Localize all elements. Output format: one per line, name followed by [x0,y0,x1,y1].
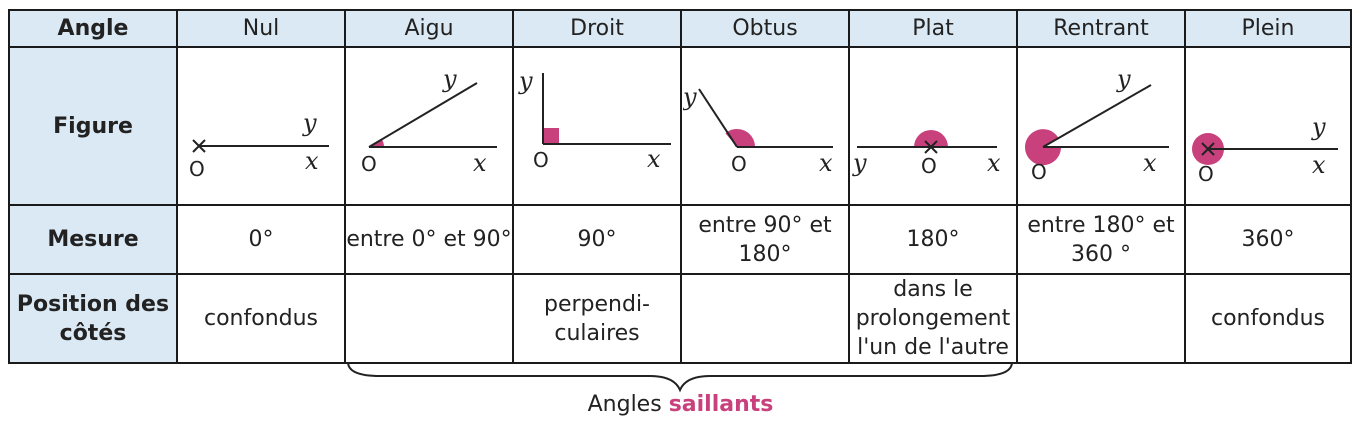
position-rentrant [1016,273,1186,364]
side-label-y: y [1311,113,1326,141]
column-header-rentrant: Rentrant [1016,9,1186,48]
vertex-label: O [921,154,937,178]
mesure-rentrant: entre 180° et 360 ° [1016,204,1186,275]
mesure-nul: 0° [176,204,346,275]
position-obtus [680,273,850,364]
position-aigu [344,273,514,364]
position-row: Position des côtés confondus perpendi-cu… [8,273,1353,364]
row-header-mesure: Mesure [8,204,178,275]
row-header-angle: Angle [8,9,178,48]
figure-plein-diagram: O y x [1192,113,1338,186]
figure-nul-diagram: O y x [189,109,329,181]
vertex-label: O [1031,160,1047,184]
side-label-x: x [819,149,833,177]
column-header-droit: Droit [512,9,682,48]
figure-cell-plat: O y x [848,46,1018,206]
empty-cell [1351,274,1353,363]
side-label-y: y [1116,65,1131,93]
side-label-x: x [305,147,319,175]
figure-cell-rentrant: O y x [1016,46,1186,206]
column-header-plein: Plein [1184,9,1352,48]
mesure-plat: 180° [848,204,1018,275]
column-header-nul: Nul [176,9,346,48]
figure-obtus-diagram: O y x [683,83,833,177]
mesure-aigu: entre 0° et 90° [344,204,514,275]
vertex-label: O [189,157,205,181]
position-plein: confondus [1184,273,1352,364]
figure-cell-nul: O y x [176,46,346,206]
side-label-y: y [852,149,867,177]
side-label-x: x [647,145,661,173]
figure-droit-diagram: O y x [518,67,671,173]
curly-brace [347,361,1013,393]
mesure-plein: 360° [1184,204,1352,275]
figure-cell-droit: O y x [512,46,682,206]
figure-aigu-diagram: O y x [361,65,497,177]
side-label-y: y [442,65,457,93]
column-header-plat: Plat [848,9,1018,48]
side-label-y: y [518,67,533,95]
caption-prefix: Angles [587,392,662,417]
figure-row: Figure O y x O y x [8,46,1353,206]
position-plat: dans le prolongement l'un de l'autre [848,273,1018,364]
side-label-x: x [987,149,1001,177]
empty-cell [1351,47,1353,205]
angle-table: Angle Nul Aigu Droit Obtus Plat Rentrant… [8,9,1354,364]
row-header-position: Position des côtés [8,273,178,364]
position-droit: perpendi-culaires [512,273,682,364]
caption-highlight: saillants [668,392,774,417]
figure-cell-aigu: O y x [344,46,514,206]
position-nul: confondus [176,273,346,364]
row-header-figure: Figure [8,46,178,206]
vertex-label: O [361,152,377,176]
empty-cell [1351,205,1353,274]
figure-cell-obtus: O y x [680,46,850,206]
mesure-row: Mesure 0° entre 0° et 90° 90° entre 90° … [8,204,1353,275]
side-label-x: x [1143,149,1157,177]
vertex-label: O [731,152,747,176]
vertex-label: O [1198,162,1214,186]
figure-cell-plein: O y x [1184,46,1352,206]
caption: Angles saillants [0,392,1361,417]
figure-plat-diagram: O y x [852,130,1001,178]
mesure-droit: 90° [512,204,682,275]
side-label-y: y [302,109,317,137]
mesure-obtus: entre 90° et 180° [680,204,850,275]
side-label-x: x [473,149,487,177]
side-label-y: y [683,83,697,111]
column-header-obtus: Obtus [680,9,850,48]
column-header-aigu: Aigu [344,9,514,48]
figure-rentrant-diagram: O y x [1025,65,1169,184]
vertex-label: O [533,148,549,172]
header-row: Angle Nul Aigu Droit Obtus Plat Rentrant… [8,9,1353,48]
side-label-x: x [1312,151,1326,179]
